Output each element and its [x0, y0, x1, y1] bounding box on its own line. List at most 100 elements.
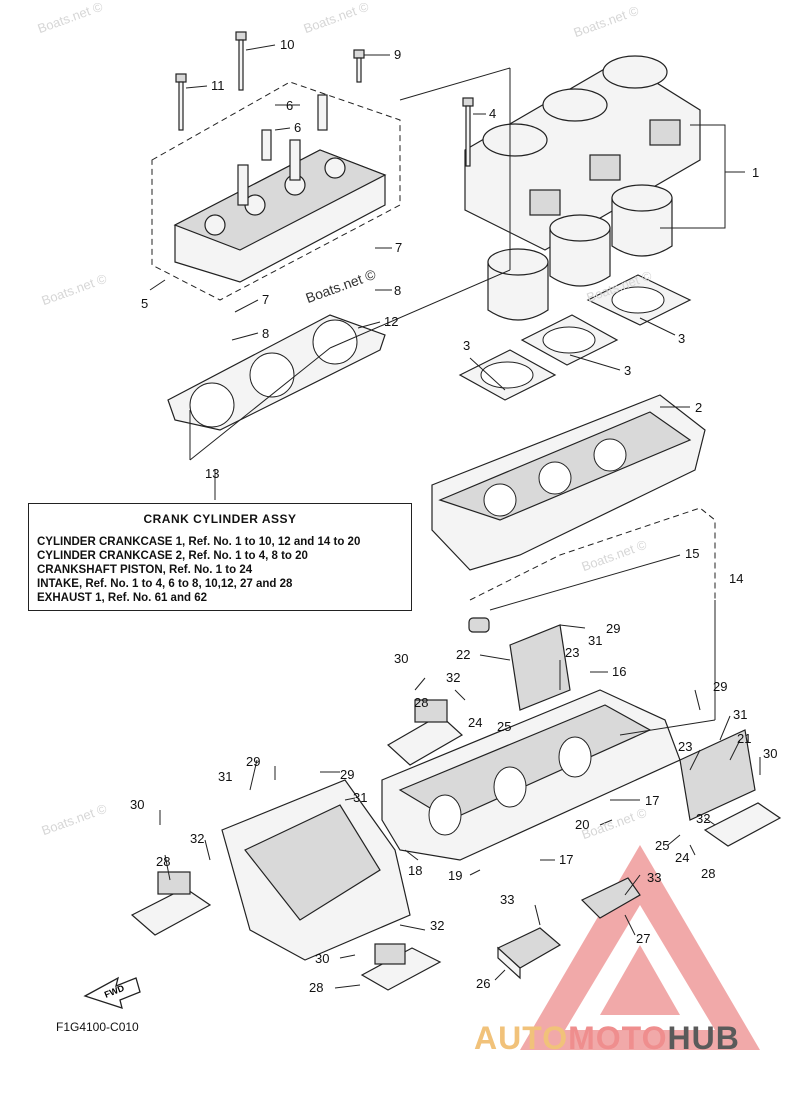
- ref-label: 5: [141, 296, 148, 311]
- leader-lines: [149, 44, 761, 989]
- ref-label: 32: [696, 811, 710, 826]
- cylinder-block: [464, 55, 701, 251]
- reference-numbers: 1 2 3 3 3 4 5 6 6 7 7 8 8 9 10 11 12 13 …: [130, 37, 777, 995]
- ref-label: 16: [612, 664, 626, 679]
- base-gasket-3: [586, 274, 692, 326]
- ref-label: 22: [456, 647, 470, 662]
- ref-label: 28: [309, 980, 323, 995]
- cylinder-head: [173, 94, 387, 283]
- bolt-11: [175, 73, 187, 131]
- ref-label: 11: [211, 78, 225, 93]
- ref-label: 9: [394, 47, 401, 62]
- callout-title: CRANK CYLINDER ASSY: [143, 512, 297, 526]
- ref-label: 31: [218, 769, 232, 784]
- ref-label: 30: [315, 951, 329, 966]
- ref-label: 32: [430, 918, 444, 933]
- ref-label: 15: [685, 546, 699, 561]
- ref-label: 30: [130, 797, 144, 812]
- mount-pad-28-right: [703, 802, 782, 847]
- mount-pad-28-left: [130, 871, 212, 936]
- ref-label: 28: [414, 695, 428, 710]
- assembly-callout-box: CRANK CYLINDER ASSY CYLINDER CRANKCASE 1…: [28, 503, 412, 611]
- piston-left: [487, 248, 549, 321]
- bolt-4: [462, 97, 474, 167]
- ref-label: 32: [190, 831, 204, 846]
- brand-logo: AUTOMOTOHUB: [474, 1020, 740, 1057]
- ref-label: 29: [606, 621, 620, 636]
- damper-27: [580, 877, 641, 919]
- ref-label: 30: [394, 651, 408, 666]
- callout-line: CYLINDER CRANKCASE 1, Ref. No. 1 to 10, …: [37, 536, 361, 548]
- diagram-code: F1G4100-C010: [56, 1020, 139, 1034]
- ref-label: 1: [752, 165, 759, 180]
- ref-label: 27: [636, 931, 650, 946]
- ref-label: 17: [559, 852, 573, 867]
- ref-label: 31: [588, 633, 602, 648]
- dowel-15: [468, 617, 490, 633]
- ref-label: 6: [286, 98, 293, 113]
- ref-label: 3: [624, 363, 631, 378]
- ref-label: 23: [678, 739, 692, 754]
- brand-triangle-mark: [520, 845, 760, 1050]
- callout-line: CYLINDER CRANKCASE 2, Ref. No. 1 to 4, 8…: [37, 550, 308, 562]
- ref-label: 10: [280, 37, 294, 52]
- ref-label: 18: [408, 863, 422, 878]
- head-gasket: [167, 314, 386, 431]
- ref-label: 24: [468, 715, 482, 730]
- callout-line: EXHAUST 1, Ref. No. 61 and 62: [37, 592, 207, 604]
- mount-pad-28-upper: [386, 699, 464, 766]
- ref-label: 31: [733, 707, 747, 722]
- brand-part-moto: MOTO: [568, 1020, 668, 1056]
- ref-label: 3: [463, 338, 470, 353]
- ref-label: 24: [675, 850, 689, 865]
- upper-crankcase: [431, 394, 706, 571]
- fwd-arrow-icon: FWD: [83, 976, 141, 1009]
- ref-label: 8: [262, 326, 269, 341]
- ref-label: 17: [645, 793, 659, 808]
- ref-label: 21: [737, 731, 751, 746]
- ref-label: 29: [340, 767, 354, 782]
- callout-line: INTAKE, Ref. No. 1 to 4, 6 to 8, 10,12, …: [37, 578, 293, 590]
- ref-label: 13: [205, 466, 219, 481]
- ref-label: 25: [497, 719, 511, 734]
- damper-26: [496, 927, 562, 980]
- mount-pad-28-bottom: [360, 943, 442, 991]
- engine-mount-22: [509, 624, 571, 711]
- crankcase-cover: [221, 779, 411, 961]
- ref-label: 33: [500, 892, 514, 907]
- ref-label: 8: [394, 283, 401, 298]
- ref-label: 20: [575, 817, 589, 832]
- base-gasket-2: [520, 314, 619, 366]
- ref-label: 32: [446, 670, 460, 685]
- ref-label: 33: [647, 870, 661, 885]
- lower-crankcase: [381, 689, 681, 861]
- bolt-9: [353, 49, 365, 83]
- ref-label: 31: [353, 790, 367, 805]
- brand-part-auto: AUTO: [474, 1020, 569, 1056]
- ref-label: 3: [678, 331, 685, 346]
- ref-label: 12: [384, 314, 398, 329]
- piston-right: [611, 184, 673, 257]
- bolt-10: [235, 31, 247, 91]
- callout-line: CRANKSHAFT PISTON, Ref. No. 1 to 24: [37, 564, 253, 576]
- brand-part-hub: HUB: [667, 1020, 740, 1056]
- ref-label: 29: [713, 679, 727, 694]
- ref-label: 2: [695, 400, 702, 415]
- ref-label: 26: [476, 976, 490, 991]
- ref-label: 6: [294, 120, 301, 135]
- ref-label: 23: [565, 645, 579, 660]
- ref-label: 28: [701, 866, 715, 881]
- ref-label: 7: [262, 292, 269, 307]
- ref-label: 28: [156, 854, 170, 869]
- base-gasket-1: [458, 349, 557, 401]
- ref-label: 25: [655, 838, 669, 853]
- ref-label: 14: [729, 571, 743, 586]
- ref-label: 29: [246, 754, 260, 769]
- ref-label: 7: [395, 240, 402, 255]
- ref-label: 19: [448, 868, 462, 883]
- piston-middle: [549, 214, 611, 287]
- ref-label: 30: [763, 746, 777, 761]
- ref-label: 4: [489, 106, 496, 121]
